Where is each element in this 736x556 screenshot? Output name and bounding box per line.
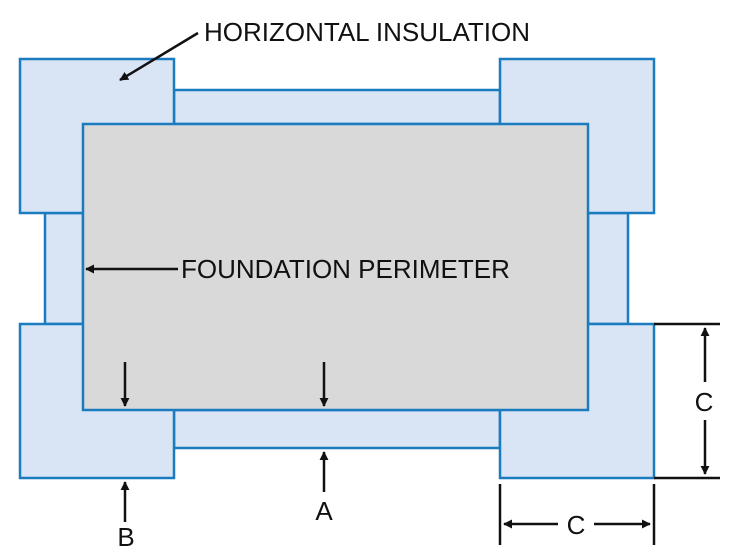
insulation-strip-right [586, 211, 630, 326]
dimension-c-horizontal-label: C [567, 510, 586, 540]
insulation-strip-left [43, 211, 85, 326]
insulation-strip-top [172, 88, 502, 126]
foundation-slab [81, 122, 590, 412]
foundation-perimeter-label: FOUNDATION PERIMETER [181, 254, 510, 284]
dimension-c-vertical [654, 322, 720, 480]
dimension-c-vertical-label: C [695, 387, 714, 417]
horizontal-insulation-arrow [119, 31, 199, 82]
dimension-b-label: B [117, 522, 134, 552]
dimension-c-horizontal [498, 484, 656, 545]
dimension-a-label: A [315, 496, 333, 526]
leader-arrows [85, 31, 329, 522]
horizontal-insulation-label: HORIZONTAL INSULATION [204, 17, 530, 47]
insulation-strip-bottom [172, 408, 502, 450]
